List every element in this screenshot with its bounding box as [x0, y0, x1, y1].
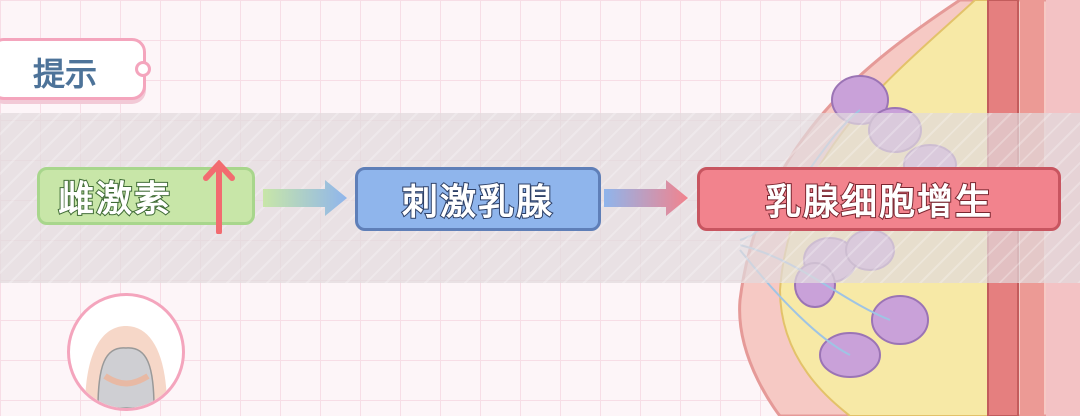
flow-step-stimulate: 刺激乳腺: [355, 167, 601, 231]
woman-avatar: [67, 293, 185, 411]
flow-step-label: 乳腺细胞增生: [764, 181, 993, 224]
flow-step-label: 刺激乳腺: [401, 181, 554, 224]
hint-tag: 提示: [0, 38, 151, 100]
arrow-right-icon: [263, 180, 347, 216]
hint-dot: [135, 61, 151, 77]
arrow-right-icon: [604, 180, 688, 216]
woman-illustration: [85, 326, 167, 408]
flow-step-proliferation: 乳腺细胞增生: [697, 167, 1061, 231]
hint-label: 提示: [33, 55, 98, 93]
flow-step-label: 雌激素: [57, 178, 173, 221]
up-arrow-icon: [203, 160, 235, 234]
